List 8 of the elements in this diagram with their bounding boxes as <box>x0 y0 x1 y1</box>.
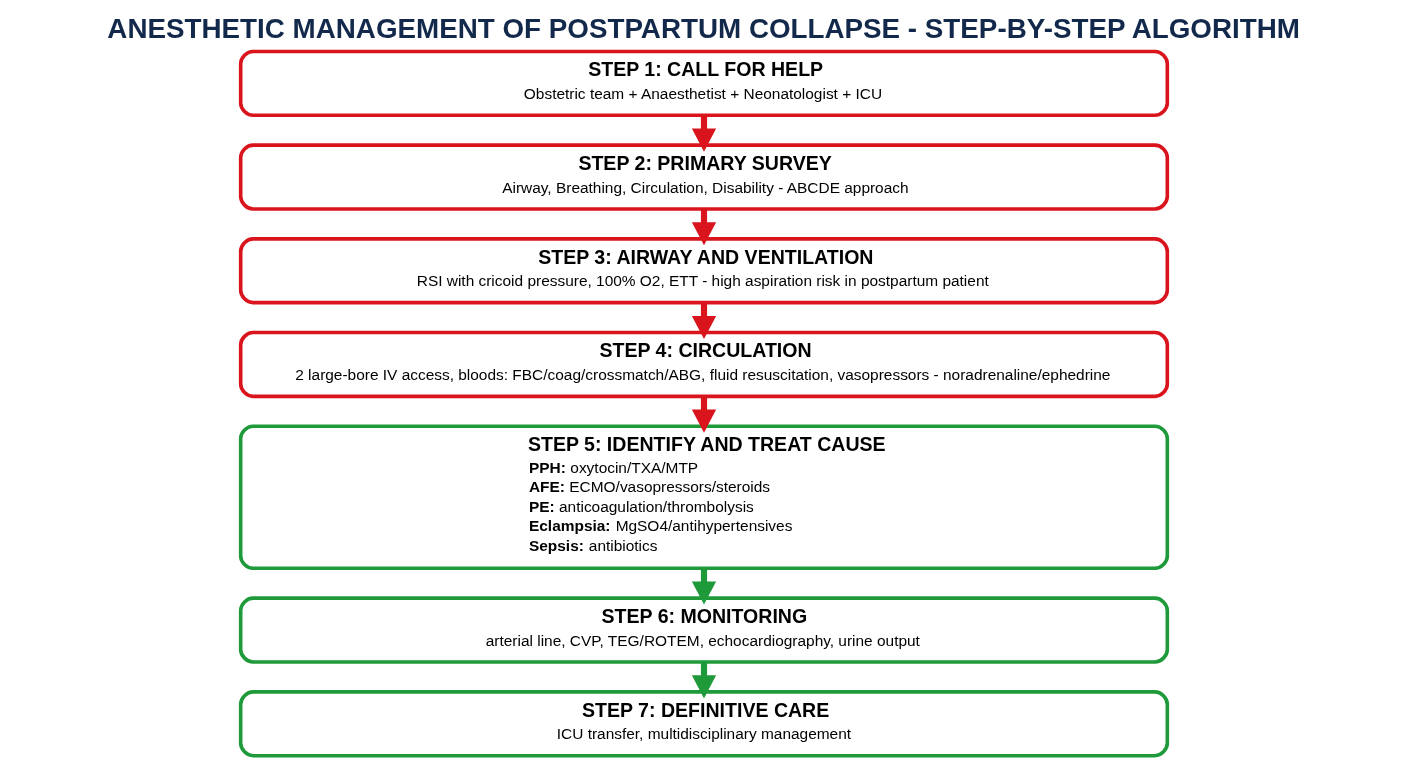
node-box: STEP 7: DEFINITIVE CARE ICU transfer, multidisciplinary management <box>238 690 1170 758</box>
node-box: STEP 5: IDENTIFY AND TREAT CAUSE PPH: oxytocin/TXA/MTP AFE: ECMO/vasopressors/steroids PE: anticoagulation/thrombolysis Eclampsia: MgSO4/antihypertensives Sepsis: antibiotics <box>238 424 1170 571</box>
diagram-title: ANESTHETIC MANAGEMENT OF POSTPARTUM COLLAPSE - STEP-BY-STEP ALGORITHM <box>107 12 1300 44</box>
node-box: STEP 3: AIRWAY AND VENTILATION RSI with cricoid pressure, 100% O2, ETT - high aspiration risk in postpartum patient <box>238 237 1170 305</box>
node-box: STEP 2: PRIMARY SURVEY Airway, Breathing, Circulation, Disability - ABCDE approach <box>238 143 1170 211</box>
node-box: STEP 1: CALL FOR HELP Obstetric team + Anaesthetist + Neonatologist + ICU <box>238 49 1170 118</box>
node-box: STEP 4: CIRCULATION 2 large-bore IV access, bloods: FBC/coag/crossmatch/ABG, fluid resuscitation, vasopressors - noradrenaline/ephedrine <box>238 330 1170 399</box>
node-box: STEP 6: MONITORING arterial line, CVP, TEG/ROTEM, echocardiography, urine output <box>238 596 1170 664</box>
